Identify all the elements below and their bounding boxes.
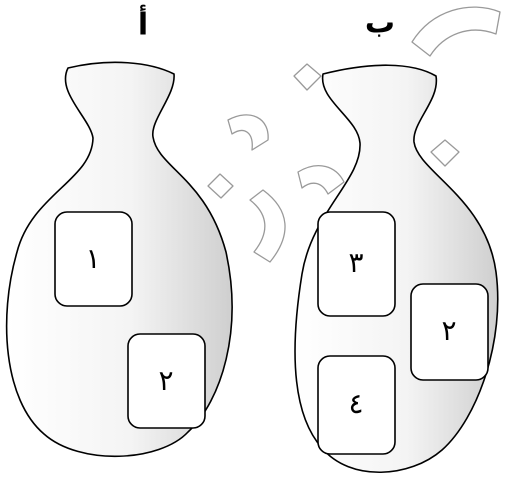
bag-a: ١ ٢ — [7, 62, 232, 456]
bag-b-label: ب — [365, 6, 395, 41]
card-slot-a-1: ٢ — [128, 334, 205, 428]
card-slot-b-0: ٣ — [318, 212, 395, 316]
card-b-0-number: ٣ — [348, 246, 363, 279]
card-a-0-number: ١ — [85, 242, 100, 275]
card-b-1-number: ٢ — [441, 314, 456, 347]
card-slot-b-2: ٤ — [318, 356, 395, 454]
bag-b: ٣ ٢ ٤ — [295, 65, 498, 472]
bag-a-label: أ — [138, 5, 148, 43]
card-slot-b-1: ٢ — [411, 284, 488, 380]
card-b-2-number: ٤ — [348, 387, 363, 420]
card-slot-a-0: ١ — [55, 212, 132, 306]
card-a-1-number: ٢ — [158, 364, 173, 397]
